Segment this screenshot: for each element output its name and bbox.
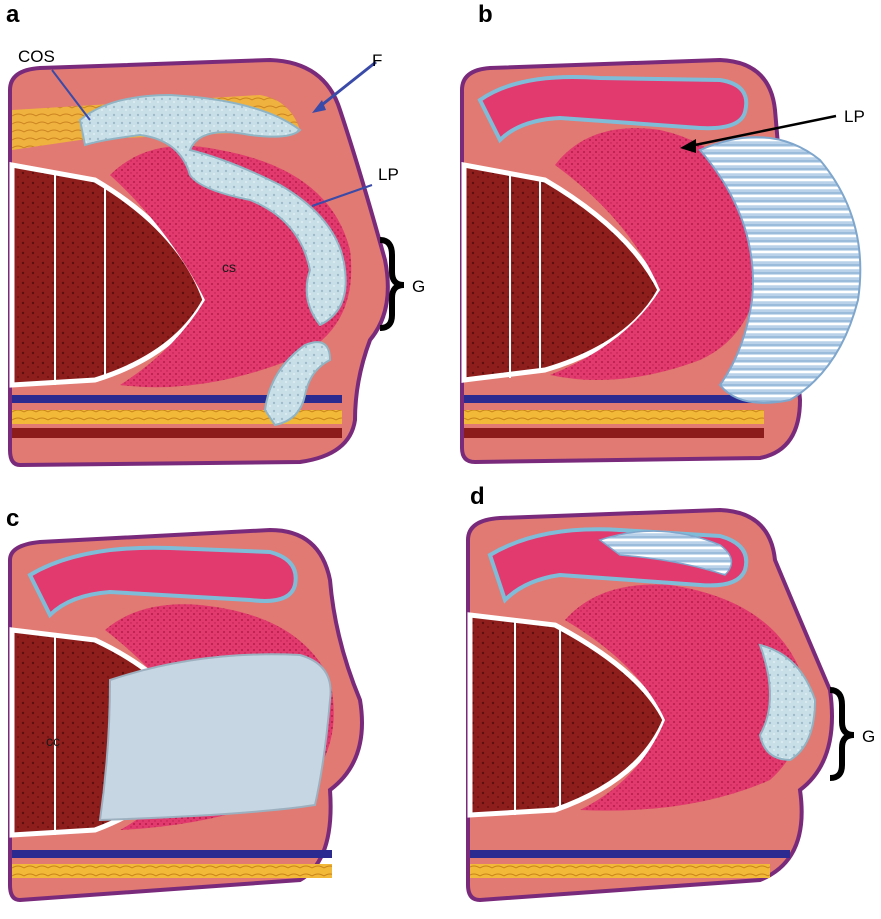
label-f: F — [372, 51, 382, 70]
panel-d: d G — [468, 483, 875, 900]
label-cos: COS — [18, 47, 55, 66]
panel-a: a COS F LP cs G — [6, 1, 425, 465]
label-cc: cc — [46, 733, 60, 749]
panel-letter-a: a — [6, 1, 20, 28]
label-g-d: G — [862, 727, 875, 746]
label-g-a: G — [412, 277, 425, 296]
panel-letter-d: d — [470, 483, 485, 510]
label-cs: cs — [222, 259, 236, 275]
panel-b: b LP — [462, 1, 865, 462]
panel-c: c cc — [6, 505, 362, 900]
panel-letter-b: b — [478, 1, 493, 28]
tumor-infiltrating-c — [100, 654, 331, 820]
panel-letter-c: c — [6, 505, 19, 532]
brace-g-d — [830, 690, 854, 778]
dartos-bottom-a — [12, 428, 342, 438]
label-lp-a: LP — [378, 165, 399, 184]
label-lp-b: LP — [844, 107, 865, 126]
